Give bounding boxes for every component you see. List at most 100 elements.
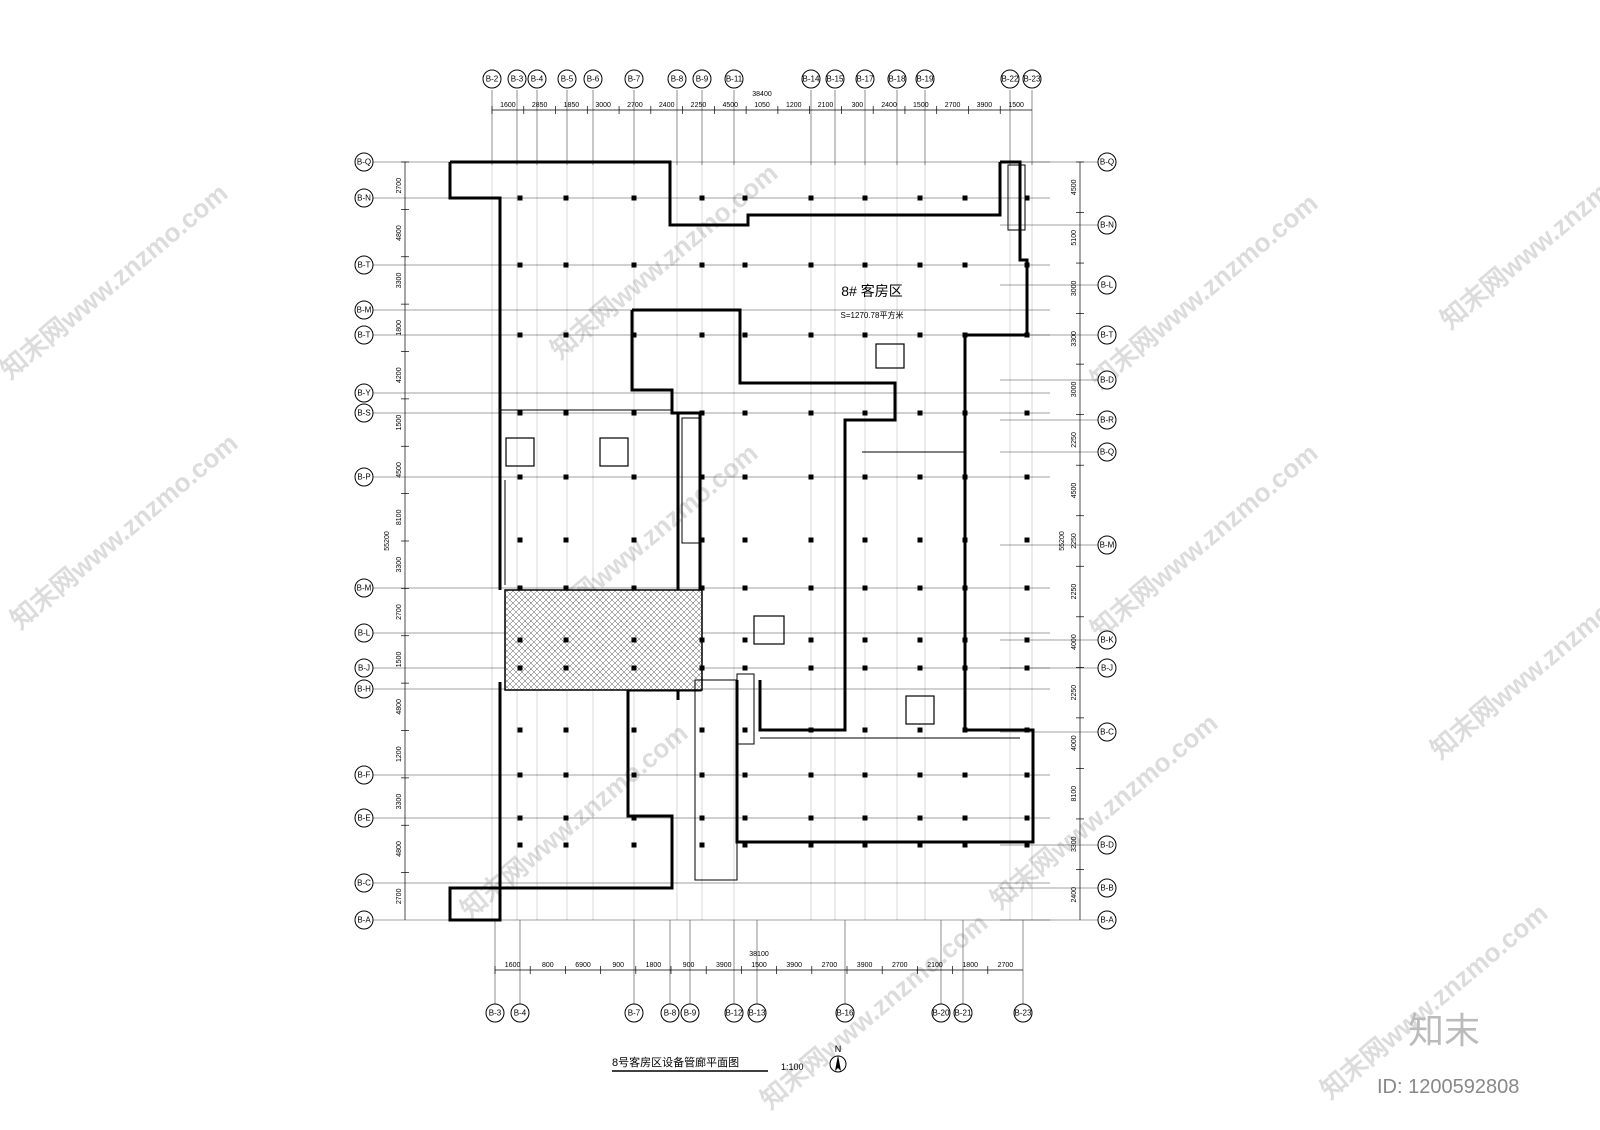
column (699, 842, 705, 848)
axis-bubble-right: B-A (1097, 910, 1117, 930)
column (699, 332, 705, 338)
watermark-text: 知末网www.znzmo.com (545, 157, 784, 364)
dim-label: 4200 (396, 367, 403, 383)
column (862, 637, 868, 643)
dim-label: 2700 (396, 178, 403, 194)
column (699, 727, 705, 733)
dim-label: 1800 (962, 962, 978, 969)
axis-bubble-top: B-3 (507, 69, 527, 89)
column (962, 815, 968, 821)
axis-grid-lines (372, 90, 1098, 1005)
column (1024, 410, 1030, 416)
axis-label: B-Y (357, 389, 371, 398)
column (808, 474, 814, 480)
axis-bubble-right: B-D (1097, 835, 1117, 855)
axis-label: B-N (1100, 221, 1114, 230)
axis-label: B-12 (726, 1009, 743, 1018)
dim-label: 1800 (396, 320, 403, 336)
axis-bubble-left: B-Q (354, 152, 374, 172)
stair-shaft-middle (681, 417, 700, 544)
axis-bubble-left: B-E (354, 808, 374, 828)
dim-label: 2700 (892, 962, 908, 969)
axis-bubble-bottom: B-16 (835, 1003, 855, 1023)
dim-label: 1200 (396, 746, 403, 762)
axis-label: B-4 (531, 75, 544, 84)
north-label: N (835, 1044, 842, 1054)
axis-label: B-M (357, 584, 372, 593)
column (517, 585, 523, 591)
axis-label: B-15 (827, 75, 844, 84)
dim-label: 1850 (564, 102, 580, 109)
axis-bubble-top: B-19 (915, 69, 935, 89)
column (862, 842, 868, 848)
column (742, 727, 748, 733)
column (808, 585, 814, 591)
column (917, 332, 923, 338)
dim-label: 1500 (913, 102, 929, 109)
axis-label: B-D (1100, 841, 1114, 850)
axis-bubble-right: B-B (1097, 878, 1117, 898)
dim-label: 2250 (1071, 533, 1078, 549)
axis-bubble-bottom: B-12 (724, 1003, 744, 1023)
axis-bubble-left: B-J (354, 658, 374, 678)
dim-label: 1200 (786, 102, 802, 109)
dim-label: 2700 (627, 102, 643, 109)
column (808, 815, 814, 821)
axis-label: B-K (1100, 636, 1114, 645)
axis-bubble-left: B-H (354, 679, 374, 699)
column (517, 665, 523, 671)
dim-label: 2250 (1071, 685, 1078, 701)
column (917, 637, 923, 643)
dim-label: 4500 (1071, 483, 1078, 499)
dim-label: 2700 (998, 962, 1014, 969)
brand-logo: 知末 (1408, 1010, 1480, 1051)
dim-label: 2850 (532, 102, 548, 109)
column (1024, 585, 1030, 591)
column (808, 842, 814, 848)
column (862, 195, 868, 201)
column (742, 474, 748, 480)
dim-label: 1500 (396, 652, 403, 668)
column (563, 332, 569, 338)
column (917, 474, 923, 480)
dim-label: 3300 (396, 557, 403, 573)
axis-label: B-C (1100, 728, 1114, 737)
column (862, 474, 868, 480)
column (962, 637, 968, 643)
watermark-text: 知末网www.znzmo.com (1425, 557, 1600, 764)
dim-label: 2700 (396, 604, 403, 620)
axis-label: B-F (358, 771, 371, 780)
axis-bubble-bottom: B-13 (747, 1003, 767, 1023)
column (517, 262, 523, 268)
dim-label: 4000 (1071, 735, 1078, 751)
column (563, 637, 569, 643)
shaft-square (875, 343, 905, 369)
dim-label: 8100 (396, 509, 403, 525)
axis-label: B-S (357, 409, 370, 418)
column (517, 474, 523, 480)
column (742, 537, 748, 543)
dim-label: 2250 (1071, 432, 1078, 448)
dim-label: 4500 (722, 102, 738, 109)
axis-label: B-3 (489, 1009, 502, 1018)
dim-label: 2100 (927, 962, 943, 969)
column (517, 842, 523, 848)
column (517, 727, 523, 733)
axis-label: B-8 (664, 1009, 677, 1018)
column (808, 637, 814, 643)
column (1024, 665, 1030, 671)
axis-bubble-top: B-23 (1022, 69, 1042, 89)
dim-label: 5100 (1071, 230, 1078, 246)
dim-label: 1500 (751, 962, 767, 969)
column (962, 332, 968, 338)
axis-bubble-left: B-C (354, 873, 374, 893)
column (962, 474, 968, 480)
shaft-square (505, 437, 535, 467)
column (862, 815, 868, 821)
axis-label: B-M (357, 306, 372, 315)
dim-label: 3900 (786, 962, 802, 969)
column (962, 842, 968, 848)
axis-label: B-11 (726, 75, 743, 84)
axis-bubble-right: B-R (1097, 410, 1117, 430)
axis-bubble-left: B-S (354, 403, 374, 423)
